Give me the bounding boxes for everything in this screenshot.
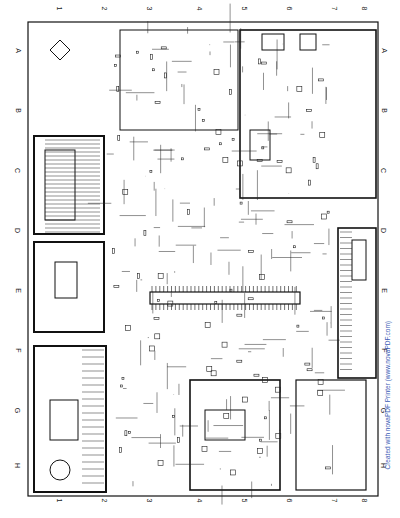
grid-reference: 8 (362, 498, 369, 502)
grid-reference: D (381, 227, 388, 232)
grid-reference: E (380, 288, 387, 293)
grid-reference: A (14, 48, 21, 53)
grid-reference: E (14, 288, 21, 293)
grid-reference: C (15, 167, 22, 172)
grid-reference: G (14, 407, 21, 412)
grid-reference: 6 (287, 6, 294, 10)
watermark: Created with novaPDF Printer (www.novaPD… (385, 321, 392, 469)
grid-reference: 2 (102, 6, 109, 10)
grid-reference: A (380, 48, 387, 53)
grid-reference: 1 (57, 498, 64, 502)
grid-reference: 5 (242, 498, 249, 502)
grid-reference: 3 (147, 498, 154, 502)
grid-reference: 5 (242, 6, 249, 10)
grid-reference: 1 (57, 6, 64, 10)
grid-reference: 6 (287, 498, 294, 502)
grid-reference: 8 (362, 6, 369, 10)
grid-reference: C (381, 167, 388, 172)
grid-reference: 2 (102, 498, 109, 502)
grid-reference: D (15, 227, 22, 232)
grid-reference: 4 (197, 6, 204, 10)
grid-reference: B (380, 108, 387, 113)
grid-reference: 7 (332, 498, 339, 502)
grid-reference: 7 (332, 6, 339, 10)
grid-reference: B (14, 108, 21, 113)
grid-reference: 3 (147, 6, 154, 10)
grid-reference: H (15, 462, 22, 467)
grid-reference: F (15, 348, 22, 352)
grid-reference: 4 (197, 498, 204, 502)
